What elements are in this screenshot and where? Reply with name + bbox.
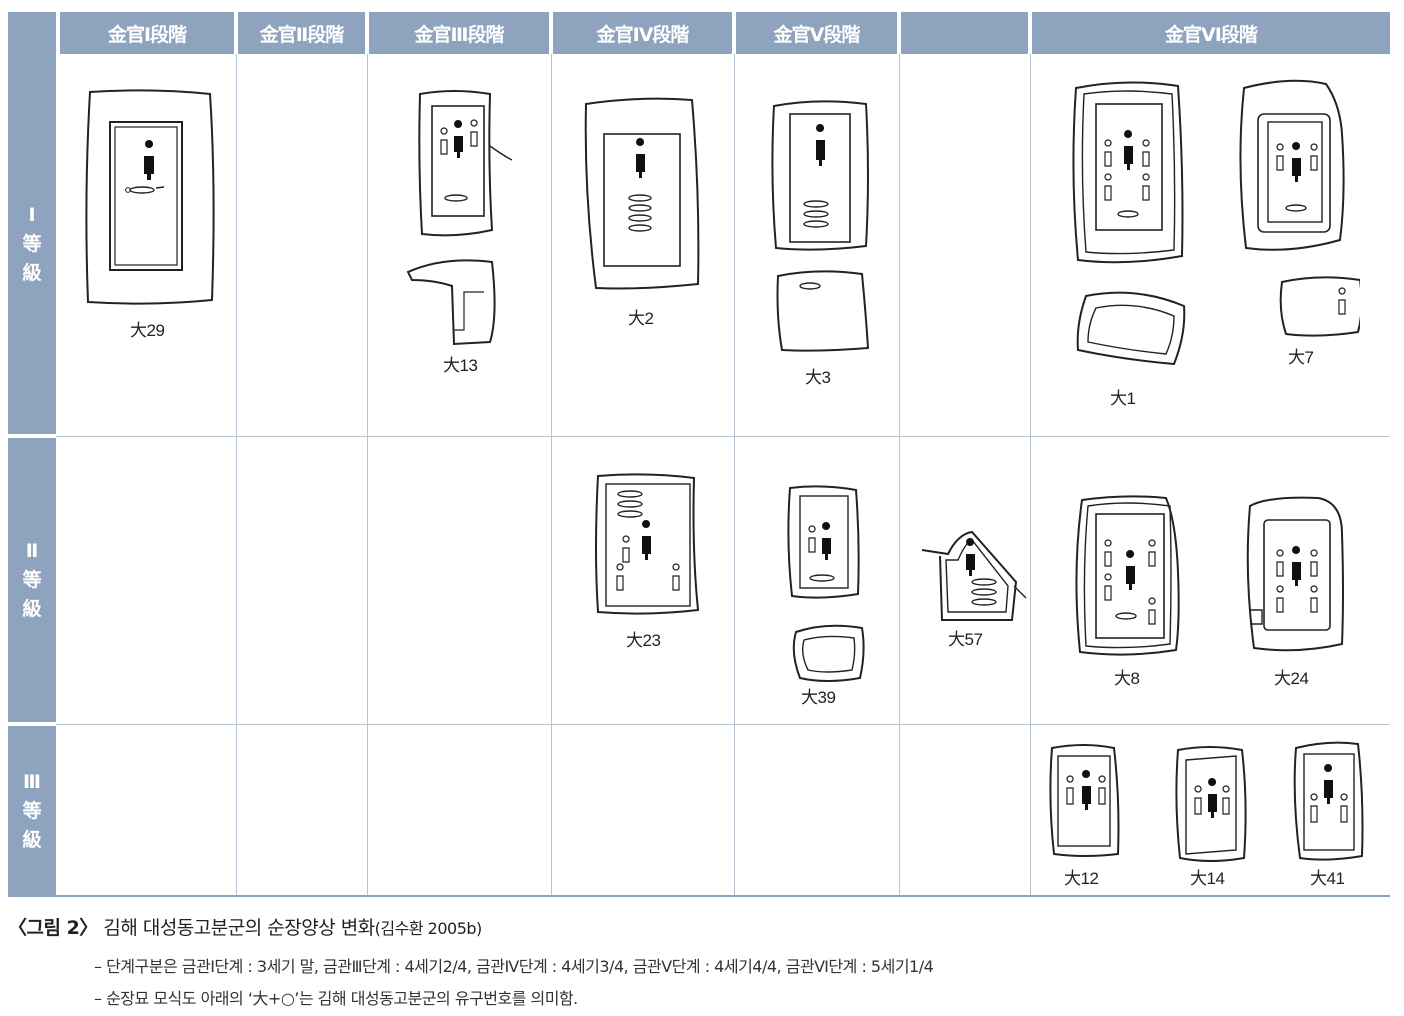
grid-line <box>899 54 900 896</box>
tomb-label-12: 大12 <box>1064 869 1099 888</box>
tomb-label-57: 大57 <box>948 630 983 649</box>
tomb-label-3: 大3 <box>805 368 831 387</box>
tomb-plan-13 <box>406 90 513 346</box>
grid-line <box>56 724 1390 725</box>
row-label-rank-1-char: 級 <box>22 261 42 284</box>
tomb-label-23: 大23 <box>626 631 661 650</box>
tomb-plan-14 <box>1175 746 1247 862</box>
figure-note-labels: – 순장묘 모식도 아래의 ‘大+○’는 김해 대성동고분군의 유구번호를 의미… <box>94 989 578 1008</box>
grid-line <box>367 54 368 896</box>
table-bottom-rule <box>8 895 1390 897</box>
figure-note-stages: – 단계구분은 금관Ⅰ단계 : 3세기 말, 금관Ⅲ단계 : 4세기2/4, 금… <box>94 957 934 976</box>
tomb-plan-24 <box>1246 496 1344 652</box>
row-label-rank-3-char: Ⅲ <box>23 770 41 793</box>
grid-line <box>1030 54 1031 896</box>
grid-line <box>236 54 237 896</box>
tomb-plan-39 <box>787 485 865 682</box>
header-stage-1: 金官Ⅰ段階 <box>60 12 234 54</box>
row-label-rank-3-char: 等 <box>22 799 42 822</box>
tomb-label-13: 大13 <box>443 356 478 375</box>
row-label-rank-1-char: Ⅰ <box>28 203 36 226</box>
tomb-label-2: 大2 <box>628 309 654 328</box>
grid-line <box>56 436 1390 437</box>
figure-source: (김수환 2005b) <box>374 919 483 938</box>
row-label-rank-1-char: 等 <box>22 232 42 255</box>
header-stage-5: 金官Ⅴ段階 <box>736 12 897 54</box>
tomb-plan-57 <box>921 530 1027 621</box>
header-stage-3: 金官Ⅲ段階 <box>369 12 549 54</box>
tomb-plan-23 <box>595 473 700 615</box>
header-stage-4: 金官Ⅳ段階 <box>553 12 732 54</box>
tomb-plan-29 <box>85 89 215 305</box>
figure-number: 〈그림 2〉 <box>8 917 98 939</box>
row-label-rank-3-char: 級 <box>22 828 42 851</box>
grid-line <box>734 54 735 896</box>
row-label-rank-2-char: Ⅱ <box>25 539 39 562</box>
figure-caption: 〈그림 2〉 김해 대성동고분군의 순장양상 변화(김수환 2005b) <box>8 913 482 940</box>
tomb-label-1: 大1 <box>1110 389 1136 408</box>
header-corner <box>8 12 56 54</box>
row-separator <box>8 434 56 438</box>
tomb-label-29: 大29 <box>130 321 165 340</box>
tomb-plan-1 <box>1072 81 1186 366</box>
tomb-plan-3 <box>771 100 870 352</box>
header-stage-2: 金官Ⅱ段階 <box>238 12 365 54</box>
grid-line <box>551 54 552 896</box>
tomb-plan-12 <box>1049 744 1120 857</box>
tomb-label-14: 大14 <box>1190 869 1225 888</box>
tomb-plan-41 <box>1293 741 1364 861</box>
header-stage-6: 金官Ⅵ段階 <box>1032 12 1390 54</box>
tomb-label-7: 大7 <box>1288 348 1314 367</box>
row-label-rank-2-char: 級 <box>22 597 42 620</box>
row-label-rank-3: Ⅲ 等 級 <box>8 726 56 896</box>
row-separator <box>8 722 56 726</box>
tomb-plan-7 <box>1239 79 1360 337</box>
burial-chart: 金官Ⅰ段階 金官Ⅱ段階 金官Ⅲ段階 金官Ⅳ段階 金官Ⅴ段階 金官Ⅵ段階 Ⅰ 等 … <box>8 12 1390 897</box>
tomb-plan-8 <box>1075 495 1180 656</box>
tomb-label-8: 大8 <box>1114 669 1140 688</box>
tomb-label-24: 大24 <box>1274 669 1309 688</box>
row-label-rank-2-char: 等 <box>22 568 42 591</box>
tomb-label-41: 大41 <box>1310 869 1345 888</box>
row-label-rank-2: Ⅱ 等 級 <box>8 438 56 722</box>
tomb-plan-2 <box>584 97 700 290</box>
figure-title: 김해 대성동고분군의 순장양상 변화 <box>103 917 375 939</box>
row-label-rank-1: Ⅰ 等 級 <box>8 54 56 434</box>
header-stage-blank <box>901 12 1028 54</box>
tomb-label-39: 大39 <box>801 688 836 707</box>
